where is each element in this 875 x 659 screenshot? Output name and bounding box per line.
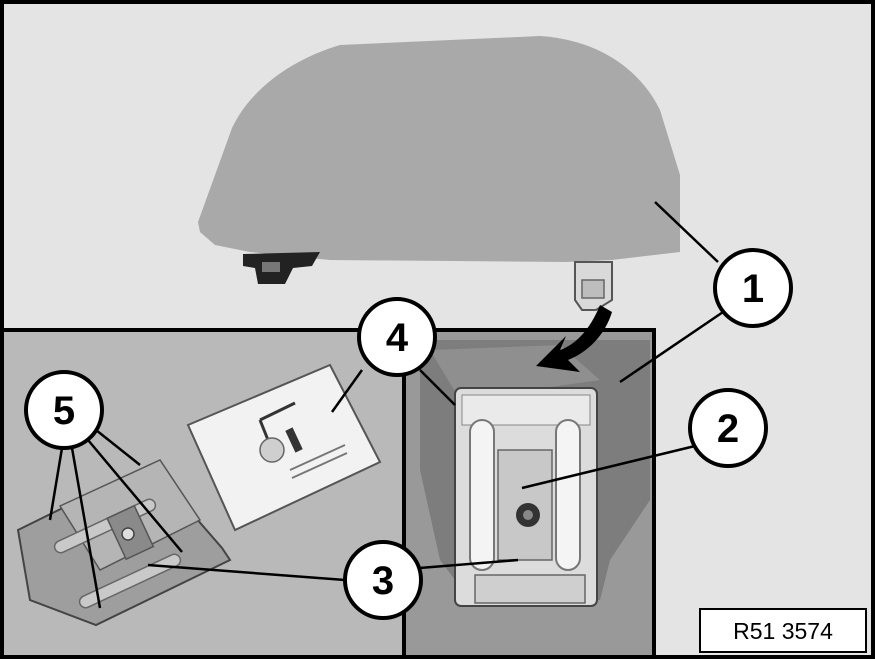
callout-1-label: 1 [742, 267, 764, 311]
callout-5: 5 [24, 370, 104, 450]
leader-lines [48, 201, 727, 609]
callout-4: 4 [357, 297, 437, 377]
callout-3-label: 3 [372, 559, 394, 603]
insertion-arrow [536, 305, 612, 372]
callout-2: 2 [688, 388, 768, 468]
glass-guide-tab [574, 261, 613, 311]
window-glass-shape [198, 36, 680, 262]
clip-part-5 [16, 459, 232, 627]
callout-4-label: 4 [386, 316, 409, 360]
callout-2-label: 2 [717, 407, 739, 451]
glass-clip-left [243, 252, 320, 284]
reference-code: R51 3574 [733, 618, 833, 644]
callout-1: 1 [713, 248, 793, 328]
callout-5-label: 5 [53, 389, 75, 433]
callout-3: 3 [343, 540, 423, 620]
clip-part-4 [186, 363, 382, 532]
reference-code-box: R51 3574 [699, 608, 867, 653]
clip-assembly-right [454, 387, 598, 607]
